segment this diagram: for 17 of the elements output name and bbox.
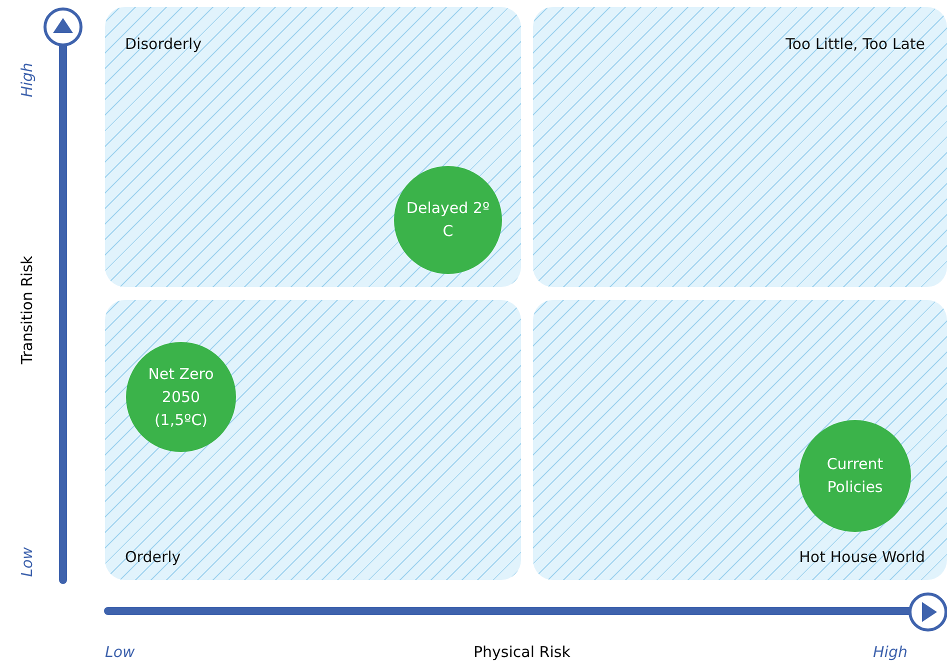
axis-end-label: High [18, 62, 36, 98]
quadrant-panel [533, 7, 947, 287]
quadrant-label: Too Little, Too Late [786, 35, 925, 53]
quadrant-label: Hot House World [799, 548, 925, 566]
scenario-circle: Delayed 2º C [394, 166, 502, 274]
axis-title: Physical Risk [474, 643, 570, 661]
quadrant-label: Orderly [125, 548, 181, 566]
quadrant-label: Disorderly [125, 35, 202, 53]
axis-end-label: Low [105, 643, 135, 661]
scenario-circle: Current Policies [799, 420, 911, 532]
axis-end-label: High [873, 643, 908, 661]
axis-end-label: Low [18, 547, 36, 577]
quadrant-panel [105, 300, 521, 580]
scenario-circle: Net Zero 2050 (1,5ºC) [126, 342, 236, 452]
axis-title: Transition Risk [18, 256, 36, 364]
quadrant-panel [105, 7, 521, 287]
quadrant-panel [533, 300, 947, 580]
